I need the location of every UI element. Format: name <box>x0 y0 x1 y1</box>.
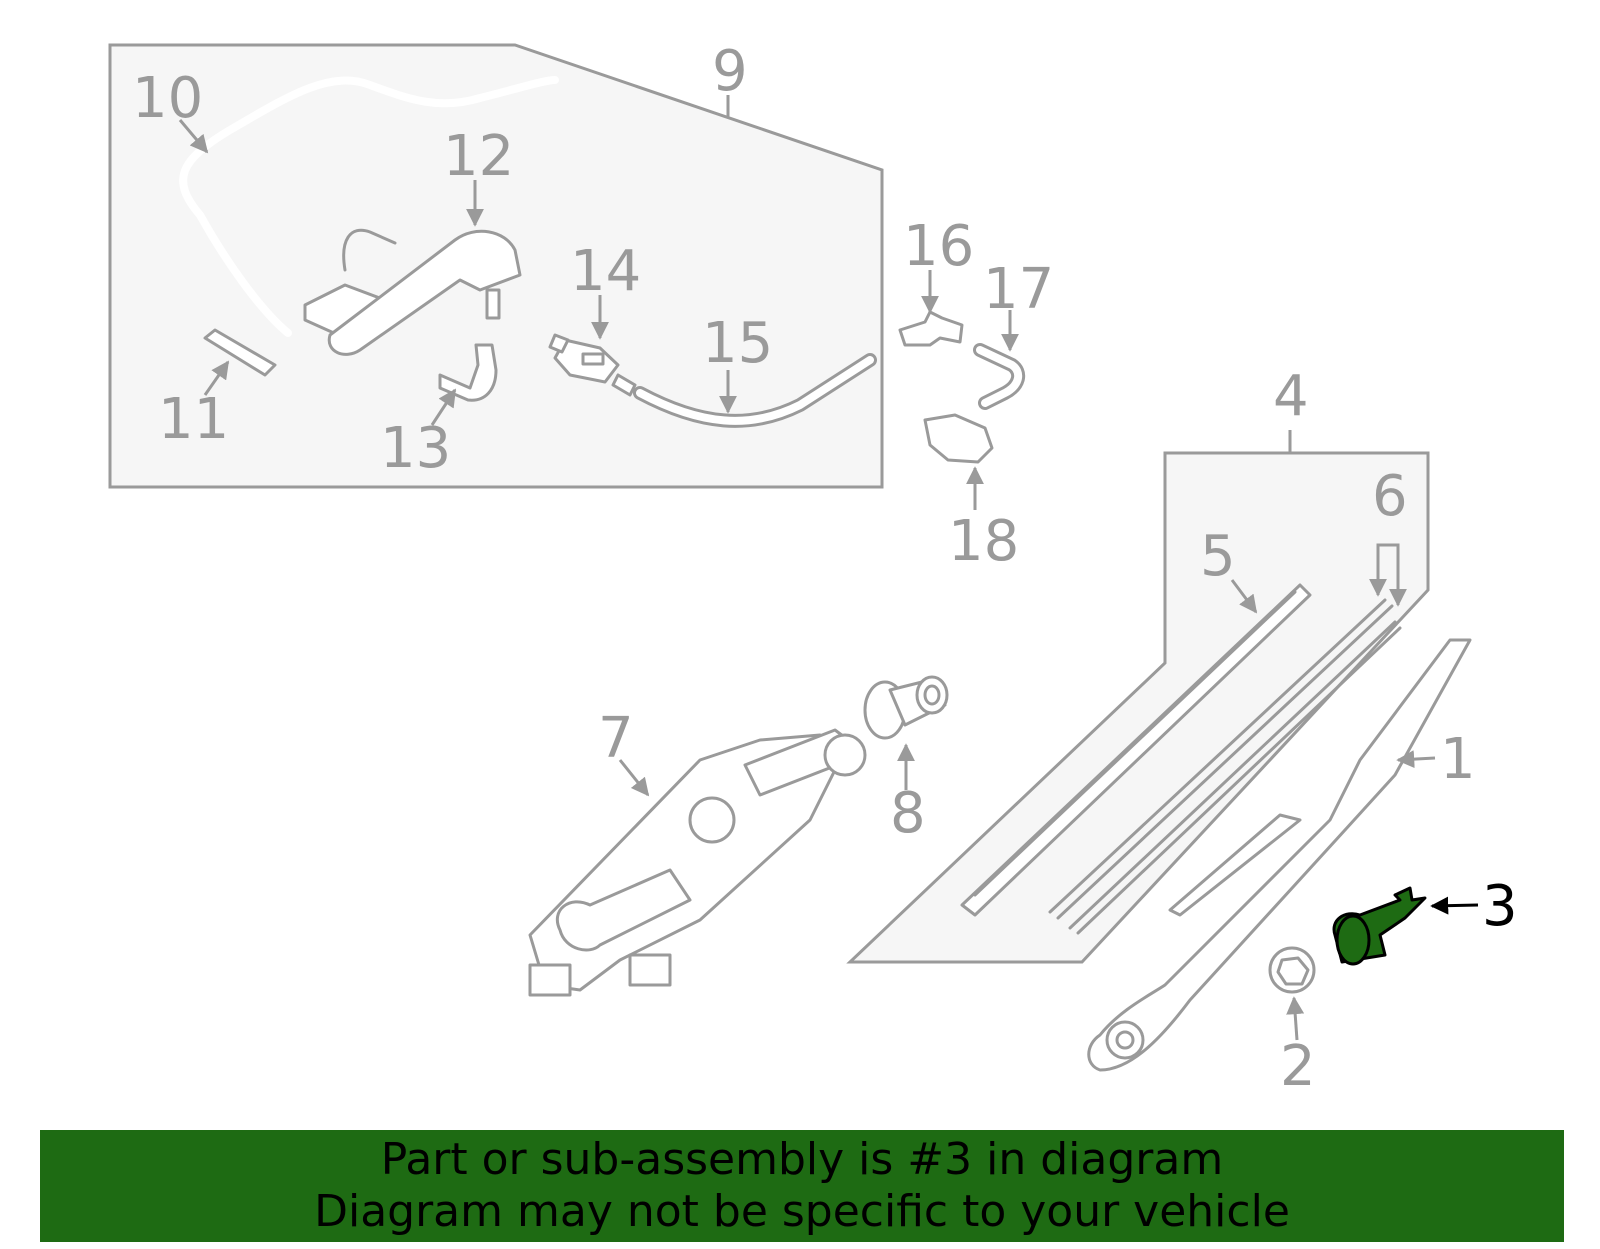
callout-8: 8 <box>890 781 926 846</box>
callout-18: 18 <box>948 509 1019 574</box>
part-1-wiper-arm <box>1087 638 1472 1072</box>
part-3-cap <box>1332 886 1427 966</box>
part-11-strip <box>203 328 277 377</box>
callout-13: 13 <box>380 416 451 481</box>
callout-4: 4 <box>1273 364 1309 429</box>
group-box-4 <box>846 451 1430 964</box>
part-14-connector <box>548 333 637 397</box>
part-18-nozzle <box>923 413 994 464</box>
callout-9: 9 <box>712 39 748 104</box>
leader-11 <box>203 360 230 396</box>
part-2-nut <box>1268 946 1316 994</box>
callout-15: 15 <box>702 311 773 376</box>
callout-2: 2 <box>1280 1034 1316 1099</box>
leader-2 <box>1286 996 1305 1041</box>
info-banner: Part or sub-assembly is #3 in diagram Di… <box>40 1130 1564 1242</box>
callout-14: 14 <box>570 239 641 304</box>
callout-11: 11 <box>158 387 229 452</box>
part-16-tee <box>898 310 964 347</box>
part-5-refill <box>960 583 1312 917</box>
leader-13 <box>430 388 457 426</box>
banner-line-1: Part or sub-assembly is #3 in diagram <box>380 1134 1224 1185</box>
leader-10 <box>178 119 209 154</box>
part-12-filler-neck <box>303 228 522 356</box>
part-6-strip-a <box>1048 598 1387 914</box>
leader-3 <box>1430 896 1479 915</box>
callout-3: 3 <box>1482 874 1518 939</box>
part-13-elbow <box>438 343 498 402</box>
callout-6: 6 <box>1372 464 1408 529</box>
leader-5 <box>1230 579 1258 614</box>
part-6-strip-b <box>1068 620 1397 930</box>
callout-5: 5 <box>1200 524 1236 589</box>
callout-10: 10 <box>132 66 203 131</box>
callout-7: 7 <box>598 706 634 771</box>
leader-7 <box>618 759 650 797</box>
part-8-grommet <box>863 675 949 740</box>
callout-16: 16 <box>903 214 974 279</box>
part-10-hose-inner <box>179 76 559 337</box>
leader-1 <box>1396 750 1436 769</box>
callout-17: 17 <box>983 257 1054 322</box>
callout-1: 1 <box>1440 727 1476 792</box>
callout-12: 12 <box>443 124 514 189</box>
banner-line-2: Diagram may not be specific to your vehi… <box>314 1186 1290 1237</box>
part-7-motor <box>528 728 867 997</box>
